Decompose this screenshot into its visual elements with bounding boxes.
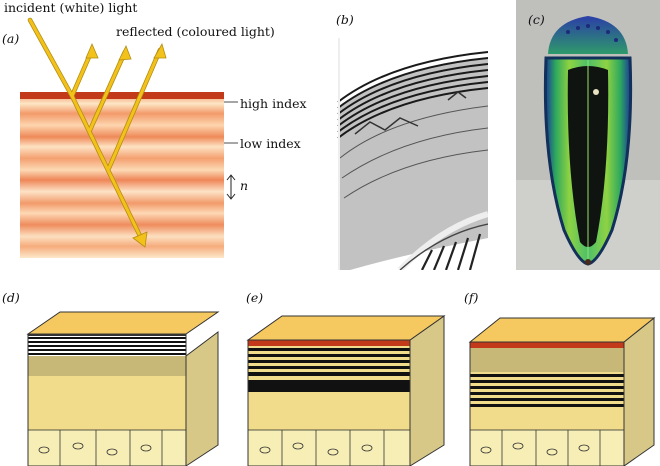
panel-b-label: (b): [336, 12, 354, 27]
panel-d-label: (d): [2, 290, 20, 305]
top-high-index-layer: [20, 92, 224, 99]
jewel-beetle-photo: [516, 0, 660, 270]
incident-light-label: incident (white) light: [4, 0, 138, 15]
high-index-label: high index: [240, 96, 307, 111]
reflected-light-label: reflected (coloured light): [116, 24, 275, 39]
panel-c-label: (c): [528, 12, 545, 27]
panel-a-label: (a): [2, 31, 20, 46]
layer-stack: [20, 92, 224, 258]
panel-f-label: (f): [464, 290, 479, 305]
multilayer-diagram: [20, 17, 238, 258]
panel-e-label: (e): [246, 290, 264, 305]
period-arrow: [226, 174, 236, 200]
low-index-label: low index: [240, 136, 301, 151]
tem-micrograph: [330, 38, 488, 270]
n-period-label: n: [240, 178, 249, 193]
